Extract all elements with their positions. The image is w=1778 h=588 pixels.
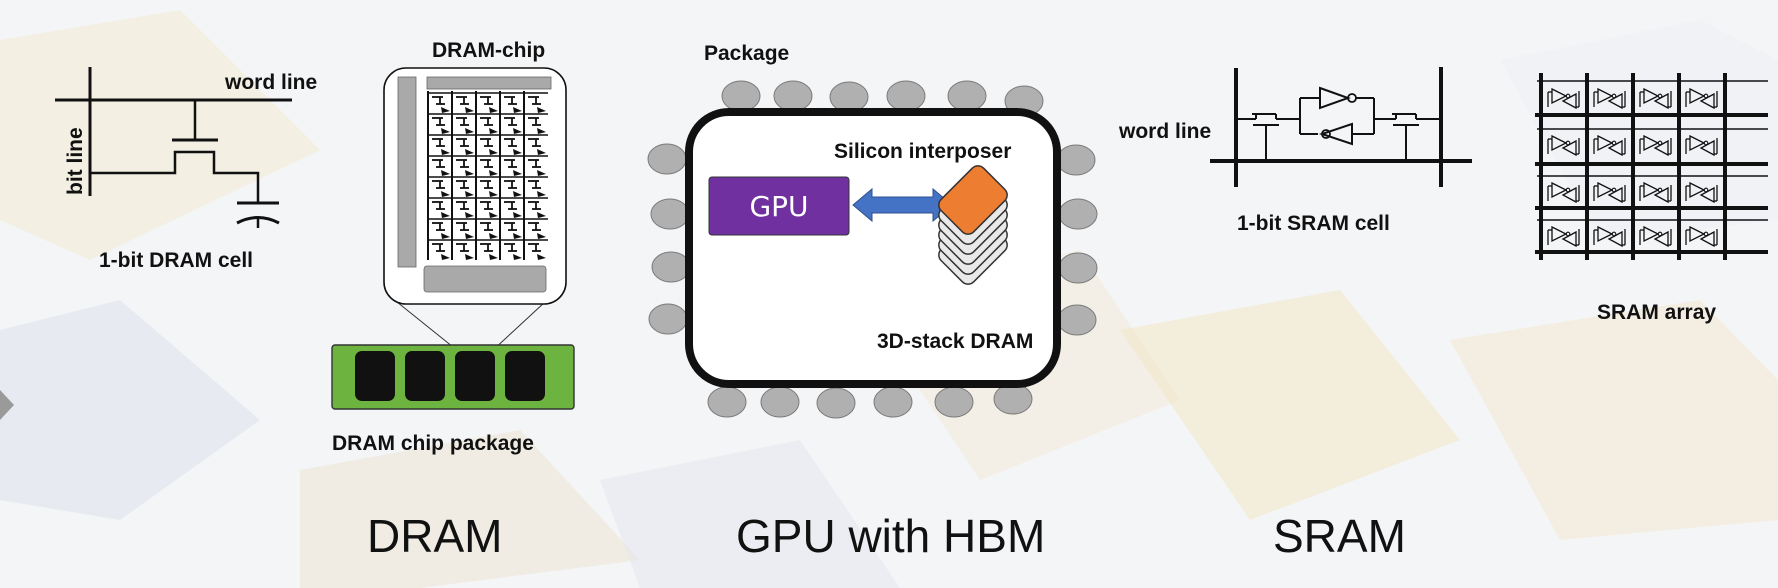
3d-stack-dram-label: 3D-stack DRAM bbox=[877, 330, 1033, 353]
dram-cell-caption: 1-bit DRAM cell bbox=[99, 249, 253, 272]
sram-word-line-label: word line bbox=[1118, 120, 1211, 143]
silicon-interposer-label: Silicon interposer bbox=[834, 140, 1011, 163]
sram-cell-schematic bbox=[1210, 67, 1472, 187]
gpu-label: GPU bbox=[749, 190, 808, 223]
dram-bit-line-label: bit line bbox=[64, 127, 87, 195]
dram-chip-package bbox=[331, 344, 575, 410]
sram-cell-caption: 1-bit SRAM cell bbox=[1237, 212, 1390, 235]
hbm-stack-icon bbox=[938, 165, 1008, 285]
dram-chip bbox=[383, 67, 567, 352]
sram-section-title: SRAM bbox=[1273, 510, 1406, 562]
dram-chip-label: DRAM-chip bbox=[432, 39, 545, 62]
sram-array-icon bbox=[1535, 73, 1768, 260]
package-pins bbox=[647, 80, 1098, 419]
dram-cell-array-icon bbox=[427, 91, 548, 261]
dram-cell-schematic bbox=[55, 67, 292, 228]
dram-package-caption: DRAM chip package bbox=[332, 432, 534, 455]
package-label: Package bbox=[704, 42, 789, 65]
gpu-hbm-section-title: GPU with HBM bbox=[736, 510, 1045, 562]
dram-section-title: DRAM bbox=[367, 510, 502, 562]
gpu-die: GPU bbox=[708, 176, 850, 236]
sram-array-caption: SRAM array bbox=[1597, 301, 1716, 324]
dram-word-line-label: word line bbox=[224, 71, 317, 94]
